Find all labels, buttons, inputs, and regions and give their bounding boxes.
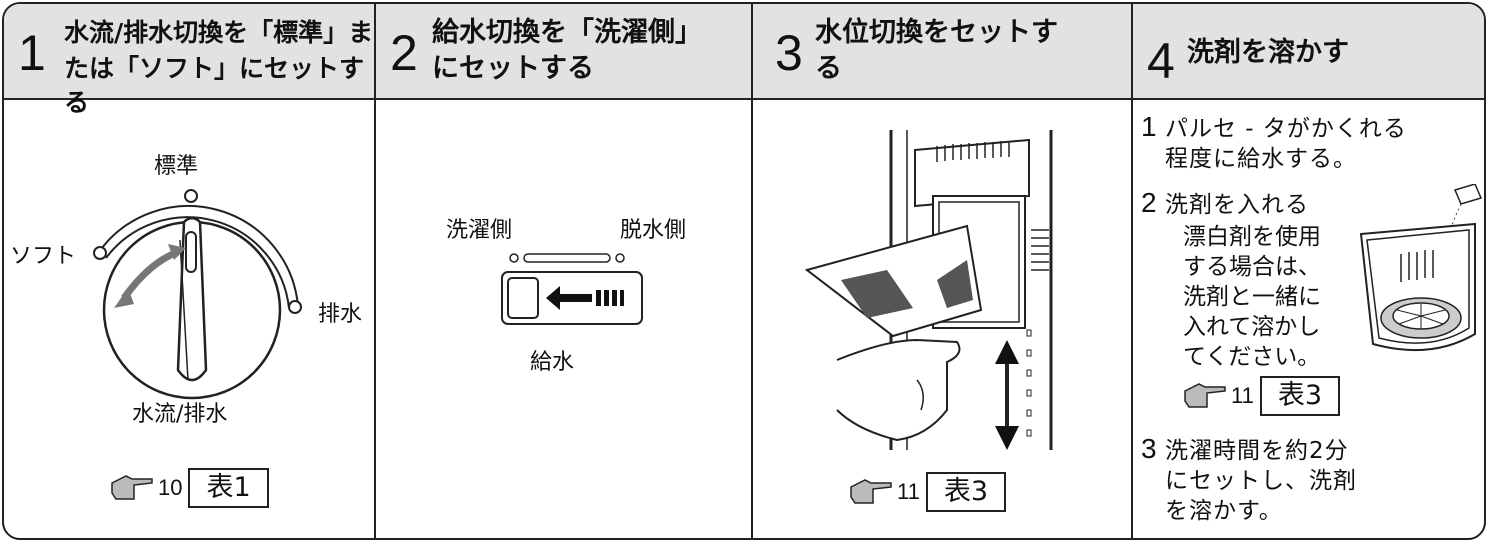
step-2-title-line1: 給水切換を「洗濯側」 — [432, 17, 702, 48]
bleach-note: 漂白剤を使用 する場合は、 洗剤と一緒に 入れて溶かし てください。 — [1183, 222, 1343, 372]
list-item-text: 洗濯時間を約2分 にセットし、洗剤 を溶かす。 — [1141, 436, 1391, 526]
reference-table: 表3 — [1259, 376, 1341, 416]
dial-label-drain: 排水 — [318, 302, 363, 327]
list-item-line: パルセ - タがかくれる — [1165, 116, 1407, 142]
reference-page: 11 — [897, 479, 920, 504]
step-2-body: 洗濯側 脱水側 給水 — [376, 100, 751, 538]
note-line: てください。 — [1183, 344, 1321, 370]
reference-table: 表3 — [925, 472, 1007, 512]
switch-label-spin-side: 脱水側 — [620, 218, 687, 243]
divider — [374, 4, 376, 538]
reference-page: 11 — [1231, 383, 1254, 408]
step-3-body: 11 表3 — [753, 100, 1131, 538]
step-3-number: 3 — [775, 25, 803, 81]
dial-label-standard: 標準 — [154, 154, 199, 179]
step-1-title-line2: たは「ソフト」にセットする — [64, 54, 365, 117]
reference-link-3[interactable]: 11 表3 — [849, 472, 1007, 512]
list-item-number: 2 — [1141, 187, 1157, 218]
step-4-body: 1 パルセ - タがかくれる 程度に給水する。 2 洗剤を入れる 漂白剤を使用 … — [1133, 100, 1484, 538]
header-bar — [4, 4, 1484, 100]
step-1-body: 標準 ソフト 排水 水流/排水 10 表1 — [4, 100, 374, 538]
dial-label-flow-drain: 水流/排水 — [132, 402, 228, 427]
step-2-title-line2: にセットする — [432, 53, 594, 84]
reference-page: 10 — [158, 475, 183, 500]
note-line: 入れて溶かし — [1183, 314, 1321, 340]
pointing-hand-icon — [850, 479, 892, 504]
divider — [751, 4, 753, 538]
list-item-text: パルセ - タがかくれる 程度に給水する。 — [1141, 114, 1471, 174]
step-2-header: 2 給水切換を「洗濯側」 にセットする — [376, 4, 751, 98]
list-item-line: 洗濯時間を約2分 — [1165, 438, 1349, 464]
pointing-hand-icon — [111, 475, 153, 500]
list-item-number: 1 — [1141, 111, 1157, 142]
list-item: 3 洗濯時間を約2分 にセットし、洗剤 を溶かす。 — [1141, 433, 1391, 526]
step-1-header: 1 水流/排水切換を「標準」ま たは「ソフト」にセットする — [4, 4, 374, 117]
list-item-number: 3 — [1141, 433, 1157, 464]
list-item: 1 パルセ - タがかくれる 程度に給水する。 — [1141, 111, 1471, 174]
note-line: する場合は、 — [1183, 254, 1321, 280]
divider — [1131, 4, 1133, 538]
dial-knob — [93, 189, 302, 400]
switch-label-wash-side: 洗濯側 — [446, 218, 513, 243]
step-3-title-line1: 水位切換をセットす — [815, 17, 1058, 48]
pointing-hand-icon — [1184, 383, 1226, 408]
water-level-switch-illustration — [804, 130, 1053, 450]
reference-link-1[interactable]: 10 表1 — [110, 468, 269, 508]
step-2-number: 2 — [390, 25, 418, 81]
list-item-line: を溶かす。 — [1165, 498, 1283, 524]
list-item: 2 洗剤を入れる — [1141, 187, 1361, 220]
note-line: 漂白剤を使用 — [1183, 224, 1321, 250]
step-3-header: 3 水位切換をセットす る — [753, 4, 1131, 98]
step-1-title-line1: 水流/排水切換を「標準」ま — [64, 18, 374, 47]
slide-switch[interactable] — [496, 250, 646, 334]
step-1-number: 1 — [18, 25, 46, 81]
list-item-line: 程度に給水する。 — [1165, 146, 1357, 172]
switch-label-water-supply: 給水 — [530, 350, 575, 375]
washer-tub-illustration — [1359, 184, 1483, 352]
reference-link-4[interactable]: 11 表3 — [1183, 376, 1341, 416]
step-4-header: 4 洗剤を溶かす — [1133, 4, 1484, 98]
step-4-number: 4 — [1147, 33, 1175, 89]
list-item-text: 洗剤を入れる — [1165, 192, 1309, 218]
step-4-title: 洗剤を溶かす — [1187, 37, 1349, 68]
reference-table: 表1 — [188, 468, 269, 508]
note-line: 洗剤と一緒に — [1183, 284, 1321, 310]
dial-label-soft: ソフト — [10, 244, 77, 269]
list-item-line: にセットし、洗剤 — [1165, 468, 1357, 494]
step-3-title-line2: る — [815, 53, 842, 84]
